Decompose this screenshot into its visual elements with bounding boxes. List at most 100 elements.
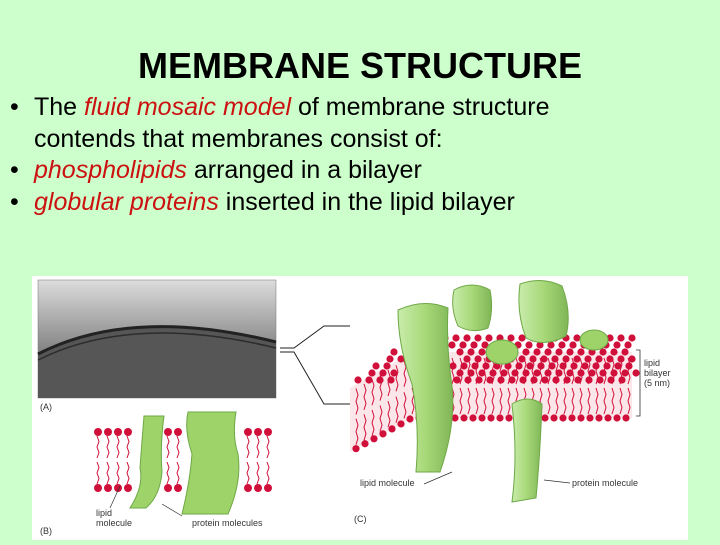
lipid-head <box>487 414 495 422</box>
lipid-head <box>383 362 391 370</box>
lipid-head <box>354 376 362 384</box>
lipid-head <box>124 428 132 436</box>
lipid-head <box>474 355 482 363</box>
lipid-tail <box>355 388 359 415</box>
lipid-head <box>559 414 567 422</box>
lipid-tail <box>256 461 260 485</box>
lipid-head <box>632 369 640 377</box>
lipid-head <box>617 355 625 363</box>
lipid-head <box>604 414 612 422</box>
lipid-head <box>361 440 369 448</box>
lipid-head <box>518 355 526 363</box>
lipid-head <box>460 362 468 370</box>
lipid-tail <box>563 387 567 415</box>
lipid-head <box>568 414 576 422</box>
lipid-bilayer-label: lipid <box>644 358 660 368</box>
bullet-item-globular-proteins: • globular proteins inserted in the lipi… <box>6 187 706 219</box>
lipid-head <box>628 334 636 342</box>
protein-molecule <box>485 339 519 365</box>
lipid-head <box>618 376 626 384</box>
lipid-tail <box>467 387 471 415</box>
lipid-head <box>387 376 395 384</box>
lipid-molecule-label: molecule <box>96 518 132 528</box>
lipid-head <box>610 369 618 377</box>
lipid-head <box>497 376 505 384</box>
lipid-tail <box>571 387 575 415</box>
lipid-head <box>406 415 414 423</box>
lipid-head <box>540 355 548 363</box>
lipid-tail <box>611 387 615 415</box>
lipid-head <box>558 341 566 349</box>
lipid-head <box>474 334 482 342</box>
lipid-head <box>610 348 618 356</box>
lipid-head <box>379 369 387 377</box>
lipid-head <box>500 369 508 377</box>
lipid-head <box>617 334 625 342</box>
lipid-head <box>475 376 483 384</box>
panel-c-label: (C) <box>354 514 367 524</box>
lipid-head <box>588 369 596 377</box>
lipid-head <box>174 484 182 492</box>
lipid-tail <box>491 387 495 415</box>
lipid-head <box>244 428 252 436</box>
bullet-text: of membrane structure <box>291 93 550 121</box>
lipid-head <box>525 341 533 349</box>
lipid-head <box>469 414 477 422</box>
lipid-head <box>573 355 581 363</box>
lipid-head <box>515 362 523 370</box>
lipid-head <box>124 484 132 492</box>
lipid-head <box>606 355 614 363</box>
lipid-head <box>592 362 600 370</box>
zoom-connector <box>280 325 350 405</box>
protein-molecule <box>452 284 493 332</box>
lipid-head <box>386 355 394 363</box>
protein-molecules-label: protein molecules <box>192 518 263 528</box>
bullet-text: inserted in the lipid bilayer <box>218 187 515 216</box>
lipid-head <box>452 334 460 342</box>
lipid-head <box>522 369 530 377</box>
lipid-tail <box>246 461 250 485</box>
lipid-tail <box>539 357 543 385</box>
lipid-head <box>485 334 493 342</box>
bullet-text: The <box>34 93 85 121</box>
lipid-tail <box>483 387 487 415</box>
lipid-tail <box>176 461 180 485</box>
lipid-tail <box>579 387 583 415</box>
emphasis-term: phospholipids <box>34 156 187 184</box>
lipid-tail <box>459 387 463 415</box>
lipid-head <box>470 341 478 349</box>
lipid-head <box>114 428 122 436</box>
lipid-head <box>478 414 486 422</box>
lipid-head <box>519 376 527 384</box>
emphasis-term: fluid mosaic model <box>84 93 292 121</box>
lipid-head <box>489 369 497 377</box>
lipid-tail <box>451 357 455 385</box>
lipid-tail <box>387 400 391 428</box>
lipid-tail <box>126 461 130 485</box>
lipid-head <box>496 414 504 422</box>
lipid-head <box>544 369 552 377</box>
lipid-head <box>577 369 585 377</box>
lipid-molecule-label: lipid <box>96 508 112 518</box>
lipid-head <box>370 435 378 443</box>
lipid-tail <box>395 365 399 392</box>
lipid-head <box>518 334 526 342</box>
lipid-tail <box>627 387 631 415</box>
lipid-tail <box>507 387 511 415</box>
lipid-tail <box>371 409 375 437</box>
panel-b-label: (B) <box>40 526 52 536</box>
lipid-head <box>599 369 607 377</box>
bullet-text: contends that membranes consist of: <box>34 124 443 153</box>
lipid-head <box>522 348 530 356</box>
lipid-head <box>372 362 380 370</box>
lipid-tail <box>256 435 260 459</box>
lipid-head <box>563 376 571 384</box>
lipid-head <box>456 348 464 356</box>
lipid-head <box>449 362 457 370</box>
lipid-head <box>511 369 519 377</box>
lipid-head <box>624 341 632 349</box>
lipid-head <box>94 428 102 436</box>
lipid-tail <box>96 461 100 485</box>
lipid-head <box>254 428 262 436</box>
lipid-head <box>613 341 621 349</box>
